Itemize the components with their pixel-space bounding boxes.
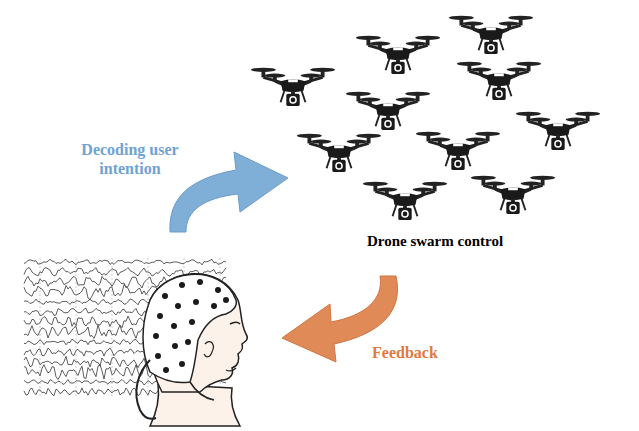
caption-label: Drone swarm control	[330, 232, 540, 250]
drone-swarm	[251, 16, 600, 220]
arrow-label: Feedback	[372, 343, 482, 362]
arrow-label: Decoding user intention	[78, 140, 182, 178]
head-with-eeg-cap	[136, 274, 247, 426]
decoding-arrow	[170, 152, 288, 232]
